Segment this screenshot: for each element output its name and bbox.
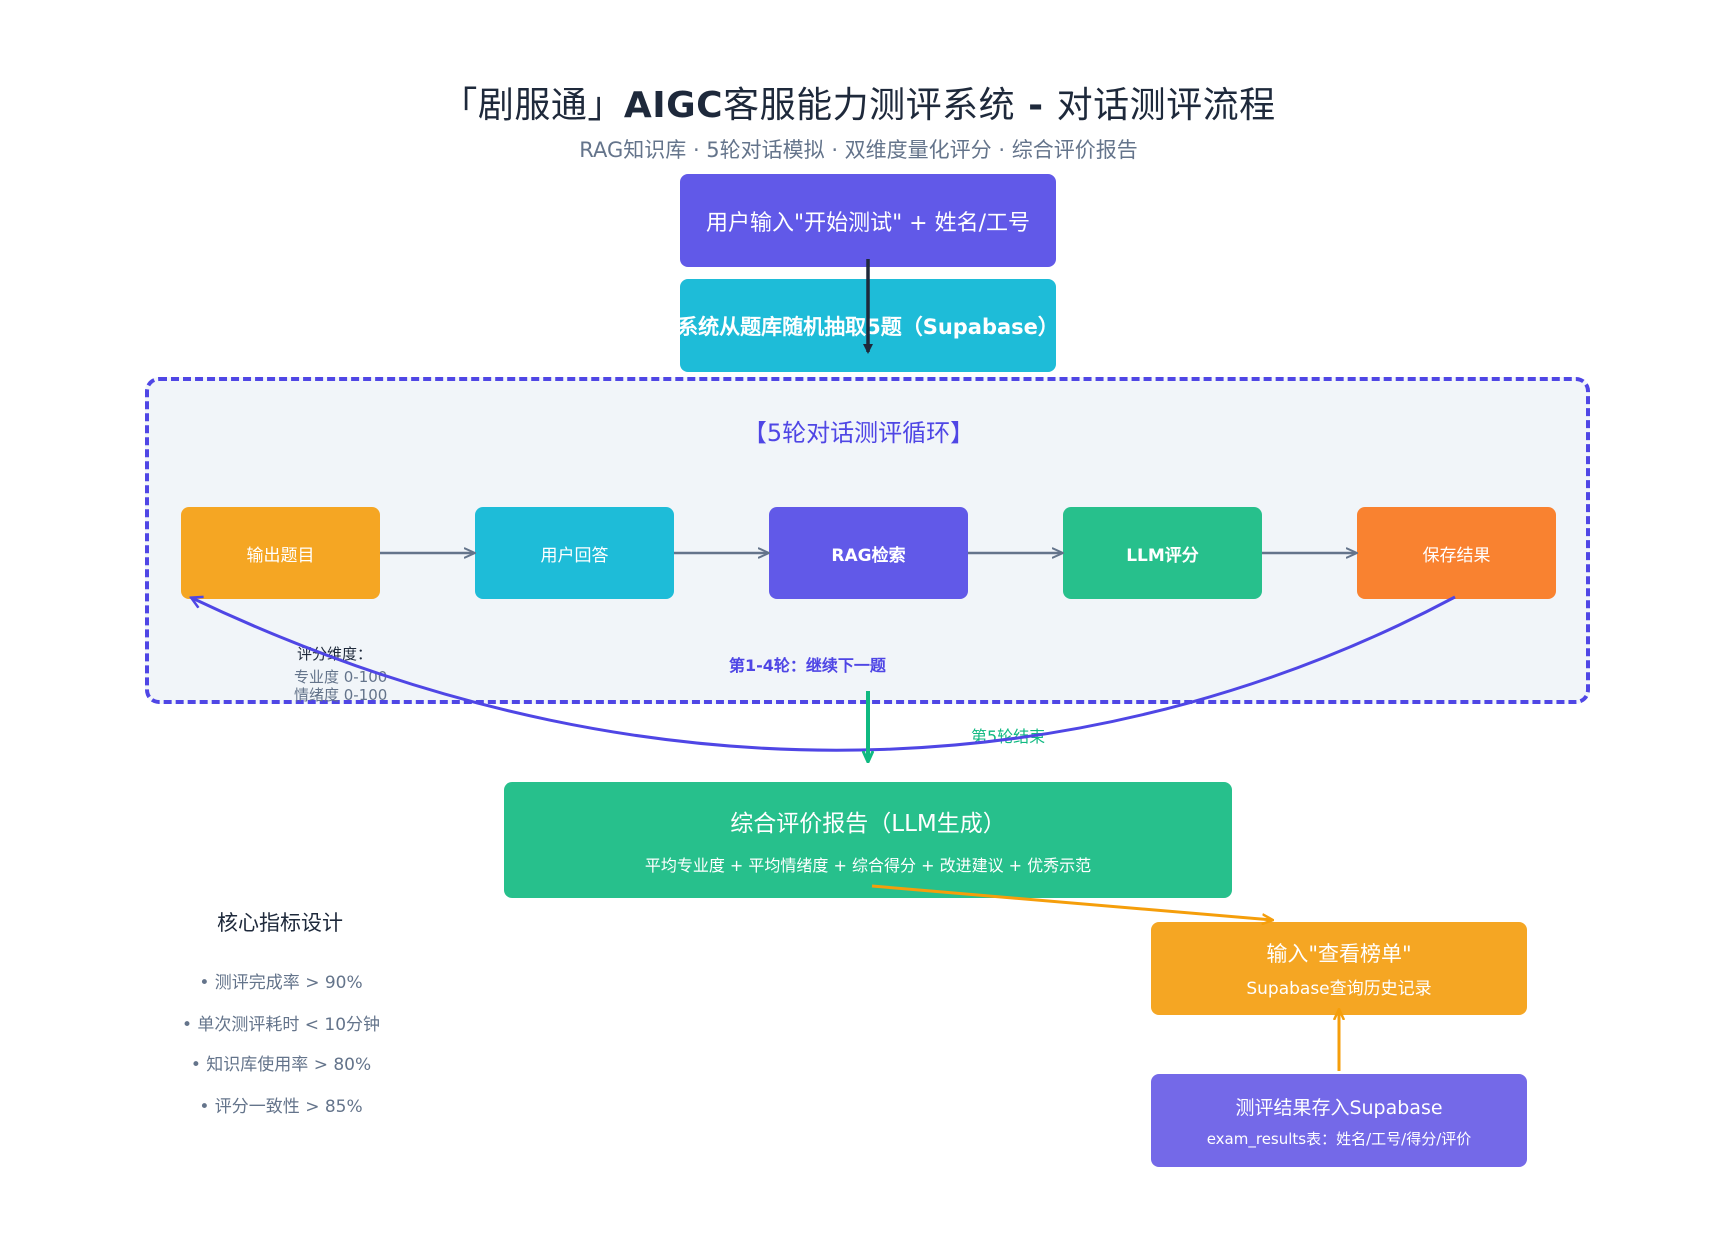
dimension-title: 评分维度： [297, 645, 373, 663]
step-label: 保存结果 [1422, 545, 1491, 566]
title-flow: 对话测评流程 [1056, 85, 1276, 126]
step-label: RAG检索 [831, 545, 906, 566]
metric-item: • 单次测评耗时 < 10分钟 [181, 1015, 381, 1035]
dimension-professional: 专业度 0-100 [294, 668, 388, 686]
loop-title: 【5轮对话测评循环】 [742, 419, 975, 447]
step-label: 输出题目 [246, 545, 315, 566]
title-system: 客服能力测评系统 [723, 85, 1016, 126]
page-subtitle: RAG知识库 · 5轮对话模拟 · 双维度量化评分 · 综合评价报告 [579, 138, 1138, 162]
metrics-title: 核心指标设计 [217, 911, 343, 935]
title-dash: - [1015, 85, 1057, 126]
step-llm-scoring: LLM评分 [1063, 507, 1262, 599]
report-box: 综合评价报告（LLM生成） 平均专业度 + 平均情绪度 + 综合得分 + 改进建… [504, 782, 1232, 898]
draw-questions-box: 系统从题库随机抽取5题（Supabase） [677, 279, 1059, 372]
storage-box: 测评结果存入Supabase exam_results表：姓名/工号/得分/评价 [1151, 1074, 1527, 1167]
title-brand: 「剧服通」 [441, 85, 624, 126]
dimension-emotion: 情绪度 0-100 [294, 686, 388, 704]
continue-label: 第1-4轮：继续下一题 [729, 656, 886, 675]
page-title: 「剧服通」AIGC客服能力测评系统 - 对话测评流程 [0, 76, 1717, 128]
end-label: 第5轮结束 [971, 727, 1046, 746]
start-input-box: 用户输入"开始测试" + 姓名/工号 [680, 174, 1056, 267]
leaderboard-box: 输入"查看榜单" Supabase查询历史记录 [1151, 922, 1527, 1015]
leaderboard-subtitle: Supabase查询历史记录 [1246, 979, 1432, 999]
storage-title: 测评结果存入Supabase [1235, 1096, 1443, 1119]
step-label: LLM评分 [1126, 545, 1199, 566]
leaderboard-title: 输入"查看榜单" [1266, 942, 1412, 966]
metric-item: • 测评完成率 > 90% [199, 973, 363, 993]
step-rag-retrieval: RAG检索 [769, 507, 968, 599]
step-user-answer: 用户回答 [475, 507, 674, 599]
metric-item: • 知识库使用率 > 80% [190, 1055, 372, 1075]
metric-item: • 评分一致性 > 85% [199, 1097, 363, 1117]
step-save-result: 保存结果 [1357, 507, 1556, 599]
step-output-question: 输出题目 [181, 507, 380, 599]
draw-questions-label: 系统从题库随机抽取5题（Supabase） [677, 314, 1059, 339]
report-detail: 平均专业度 + 平均情绪度 + 综合得分 + 改进建议 + 优秀示范 [644, 856, 1092, 875]
report-title: 综合评价报告（LLM生成） [730, 811, 1006, 837]
start-input-label: 用户输入"开始测试" + 姓名/工号 [705, 210, 1031, 236]
title-aigc: AIGC [623, 85, 724, 126]
storage-subtitle: exam_results表：姓名/工号/得分/评价 [1206, 1129, 1472, 1148]
step-label: 用户回答 [540, 545, 609, 566]
